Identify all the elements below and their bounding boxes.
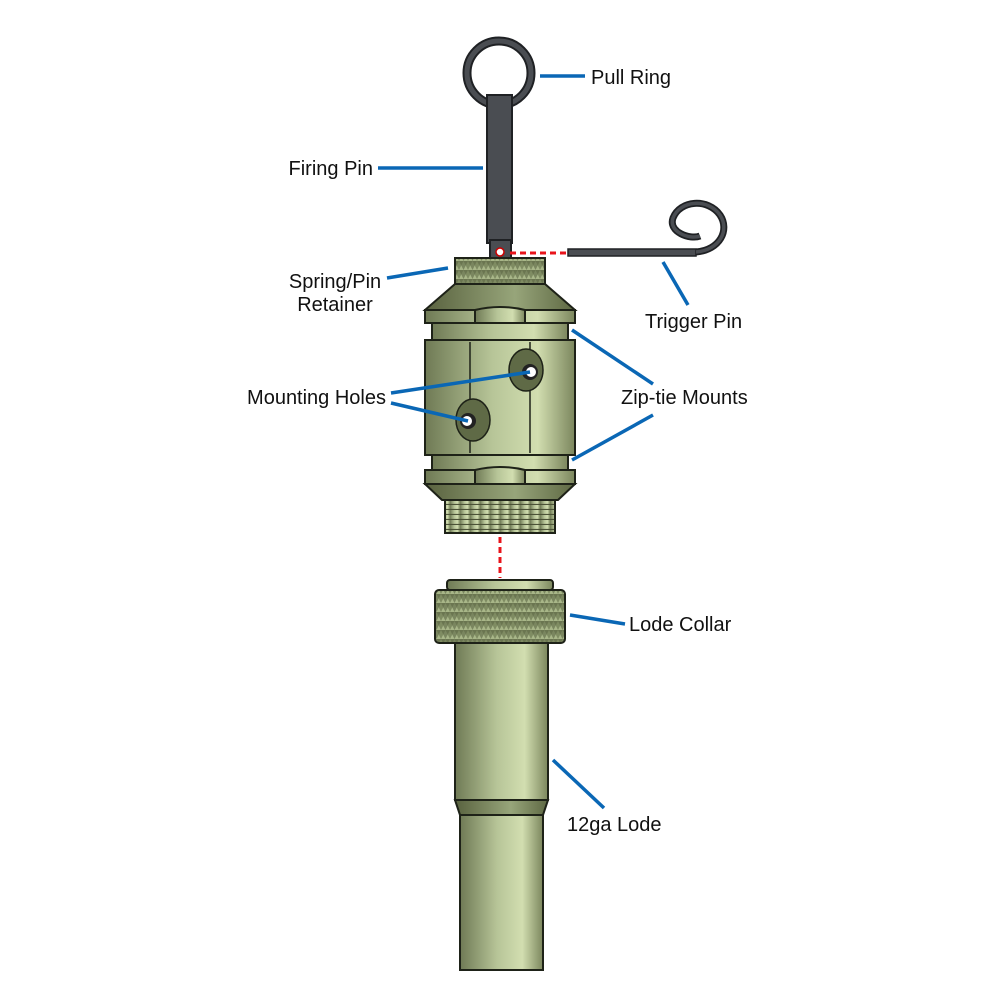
mounting-hole-upper (508, 348, 544, 392)
label-zip-tie-mounts: Zip-tie Mounts (621, 387, 748, 409)
label-trigger-pin: Trigger Pin (645, 311, 742, 333)
leader-mounting-hole-upper (390, 370, 531, 395)
trigger-pin (567, 199, 728, 257)
leader-12ga-lode (551, 758, 606, 810)
trigger-body (422, 257, 578, 534)
lode (434, 579, 566, 971)
leader-zip-tie-lower (571, 413, 654, 462)
label-retainer-line2: Retainer (297, 294, 373, 316)
leader-lode-collar (569, 613, 626, 626)
spring-pin-retainer (454, 257, 546, 285)
label-firing-pin: Firing Pin (289, 158, 373, 180)
leader-zip-tie-upper (571, 328, 654, 386)
label-mounting-holes: Mounting Holes (247, 387, 386, 409)
lode-collar (434, 589, 566, 644)
leader-mounting-hole-lower (390, 401, 469, 423)
firing-pin (486, 94, 513, 259)
threads (444, 499, 556, 534)
leader-trigger-pin (661, 261, 690, 306)
label-retainer-line1: Spring/Pin (289, 271, 381, 293)
label-pull-ring: Pull Ring (591, 67, 671, 89)
zip-tie-groove-upper (431, 322, 569, 341)
label-lode-collar: Lode Collar (629, 614, 732, 636)
label-12ga-lode: 12ga Lode (567, 814, 662, 836)
leader-retainer (386, 266, 449, 280)
